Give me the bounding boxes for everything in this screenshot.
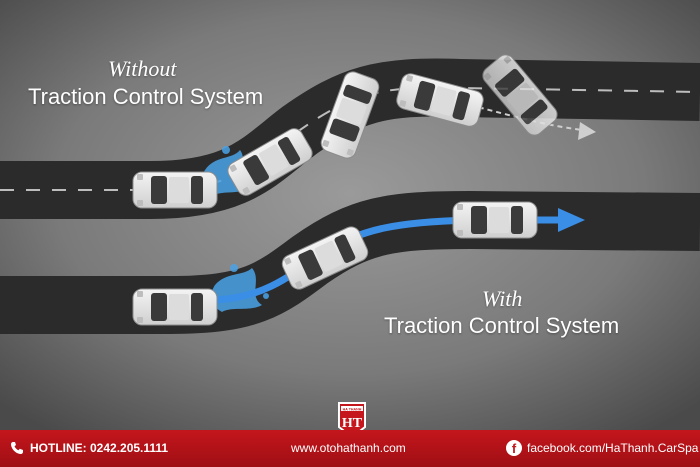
svg-text:HT: HT — [342, 416, 363, 431]
hotline-number[interactable]: 0242.205.1111 — [90, 441, 169, 455]
car-bottom-3 — [452, 201, 538, 239]
car-bottom-1 — [132, 288, 218, 326]
svg-text:HA THANH: HA THANH — [343, 407, 362, 411]
label-with-system: Traction Control System — [384, 313, 620, 338]
skid-arrow-head — [578, 122, 596, 140]
label-without: Without — [108, 56, 177, 81]
skid-path-arrow — [469, 104, 583, 131]
facebook-link[interactable]: facebook.com/HaThanh.CarSpa — [527, 441, 699, 455]
controlled-path-arrow-head — [558, 208, 585, 232]
facebook-icon: f — [506, 440, 522, 456]
hotline-label: HOTLINE: — [30, 441, 87, 455]
phone-icon — [11, 442, 23, 454]
traction-control-diagram — [0, 0, 700, 430]
car-top-1 — [132, 171, 218, 209]
website-link[interactable]: www.otohathanh.com — [291, 441, 406, 455]
label-without-system: Traction Control System — [28, 84, 264, 109]
label-with: With — [482, 286, 523, 311]
footer-bar: HOTLINE: 0242.205.1111 www.otohathanh.co… — [0, 430, 700, 467]
